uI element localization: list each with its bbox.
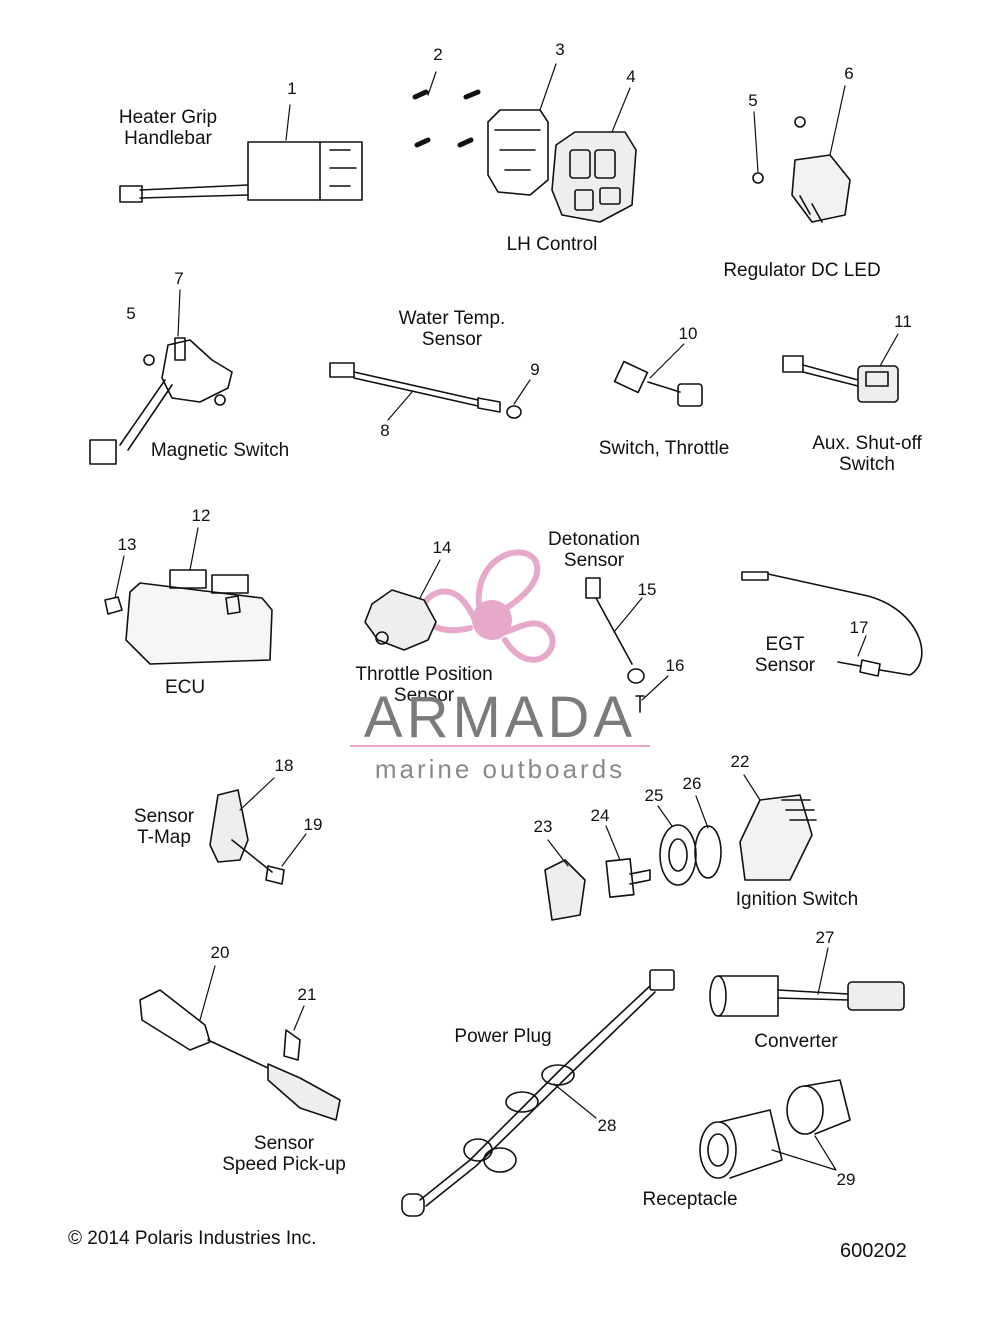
callout-number: 29 [836, 1170, 856, 1189]
watermark-subtitle: marine outboards [374, 754, 626, 784]
callout-number: 22 [730, 752, 750, 771]
label-switch-throttle: Switch, Throttle [598, 438, 730, 459]
callout-number: 19 [303, 815, 323, 834]
label-detonation: Detonation Sensor [548, 529, 640, 571]
ignition-switch-part [544, 774, 817, 921]
label-converter: Converter [754, 1031, 838, 1052]
document-id: 600202 [840, 1240, 907, 1262]
throttle-position-sensor-part [364, 559, 441, 651]
callout-number: 11 [894, 312, 912, 331]
callout-number: 26 [682, 774, 702, 793]
watermark-propeller-icon [420, 549, 556, 663]
label-aux-shutoff: Aux. Shut-off Switch [812, 433, 922, 475]
callout-number: 3 [555, 40, 565, 59]
label-speed-pickup: Sensor Speed Pick-up [222, 1133, 346, 1175]
label-heater-grip: Heater Grip Handlebar [118, 107, 218, 149]
callout-number: 5 [126, 304, 136, 323]
callout-number: 8 [380, 421, 390, 440]
lh-control-housing-part [487, 63, 557, 196]
lh-control-switch-part [551, 87, 637, 223]
label-tmap: Sensor T-Map [133, 806, 195, 848]
throttle-switch-part [613, 343, 703, 407]
label-magnetic-switch: Magnetic Switch [150, 440, 290, 461]
callout-number: 6 [844, 64, 854, 83]
callout-number: 16 [665, 656, 685, 675]
label-ecu: ECU [164, 677, 206, 698]
callout-number: 15 [637, 580, 657, 599]
label-throttle-position: Throttle Position Sensor [355, 664, 493, 706]
callout-number: 28 [597, 1116, 617, 1135]
speed-pickup-sensor-part [139, 965, 341, 1121]
callout-number: 18 [274, 756, 294, 775]
screws-part [412, 71, 481, 148]
callout-number: 27 [815, 928, 835, 947]
copyright-notice: © 2014 Polaris Industries Inc. [68, 1228, 317, 1249]
egt-sensor-part [741, 571, 923, 677]
label-water-temp: Water Temp. Sensor [398, 308, 506, 350]
receptacle-part [699, 1079, 851, 1179]
callout-number: 24 [590, 806, 610, 825]
detonation-sensor-part [585, 577, 669, 713]
callout-number: 20 [210, 943, 230, 962]
callout-number: 25 [644, 786, 664, 805]
water-temp-sensor-part [329, 362, 531, 421]
regulator-part [752, 85, 851, 223]
magnetic-switch-part [89, 289, 233, 465]
callout-number: 2 [433, 45, 443, 64]
callout-number: 1 [287, 79, 297, 98]
callout-number: 7 [174, 269, 184, 288]
power-plug-part [401, 969, 675, 1217]
label-ignition: Ignition Switch [735, 889, 859, 910]
callout-number: 14 [432, 538, 452, 557]
callout-number: 9 [530, 360, 540, 379]
heater-grip-part [119, 104, 363, 203]
callout-number: 12 [191, 506, 211, 525]
callout-number: 13 [117, 535, 137, 554]
label-power-plug: Power Plug [454, 1026, 552, 1047]
callout-number: 21 [297, 985, 317, 1004]
aux-shutoff-switch-part [782, 333, 899, 403]
callout-number: 23 [533, 817, 553, 836]
label-lh-control: LH Control [506, 234, 598, 255]
label-receptacle: Receptacle [642, 1189, 738, 1210]
label-egt: EGT Sensor [754, 634, 816, 676]
watermark-rule [350, 745, 650, 747]
converter-part [709, 947, 905, 1017]
tmap-sensor-part [209, 777, 307, 885]
callout-number: 4 [626, 67, 636, 86]
callout-number: 5 [748, 91, 758, 110]
ecu-part [104, 527, 273, 665]
watermark-title: ARMADA [363, 685, 637, 750]
label-regulator: Regulator DC LED [723, 260, 881, 281]
callout-number: 10 [678, 324, 698, 343]
callout-number: 17 [849, 618, 869, 637]
